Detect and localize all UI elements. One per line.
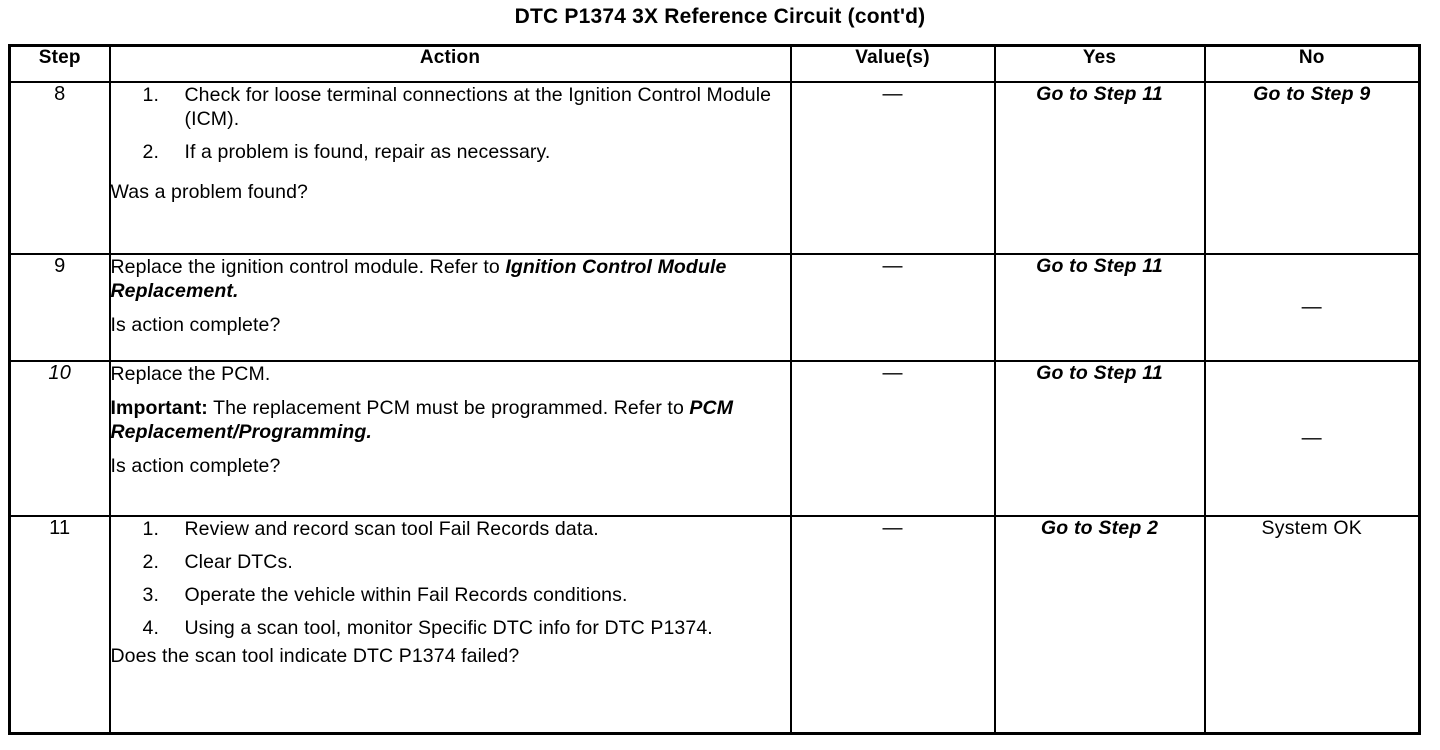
action-important-paragraph: Important: The replacement PCM must be p… — [111, 396, 790, 444]
yes-branch: Go to Step 11 — [993, 253, 1206, 362]
value-cell: — — [789, 81, 996, 255]
list-item: 2. If a problem is found, repair as neces… — [111, 140, 790, 164]
no-branch: — — [1203, 253, 1421, 362]
page-title: DTC P1374 3X Reference Circuit (cont'd) — [514, 5, 926, 28]
list-item: 4. Using a scan tool, monitor Specific DT… — [111, 616, 790, 640]
list-item-number: 3. — [142, 584, 159, 606]
action-question: Was a problem found? — [110, 181, 308, 203]
action-cell: 1. Check for loose terminal connections a… — [108, 81, 792, 255]
table-row: 9 Replace the ignition control module. R… — [8, 253, 1421, 362]
no-branch: Go to Step 9 — [1203, 81, 1421, 255]
table-row: 10 Replace the PCM. Important: The repla… — [8, 360, 1421, 517]
value-cell: — — [789, 515, 996, 734]
table-row: 11 1. Review and record scan tool Fail Re… — [8, 515, 1421, 734]
column-header-no: No — [1203, 44, 1421, 83]
list-item-number: 1. — [142, 518, 159, 540]
column-header-step: Step — [8, 44, 111, 83]
list-item-text: Using a scan tool, monitor Specific DTC … — [184, 617, 713, 639]
table-header-row: Step Action Value(s) Yes No — [8, 44, 1421, 83]
action-reference: PCM Replacement/Programming. — [110, 397, 734, 443]
no-branch: System OK — [1203, 515, 1421, 734]
action-cell: Replace the ignition control module. Ref… — [108, 253, 792, 362]
list-item-number: 4. — [142, 617, 159, 639]
yes-branch: Go to Step 11 — [993, 81, 1206, 255]
no-branch: — — [1203, 360, 1421, 517]
step-number: 10 — [8, 360, 111, 517]
action-text: Replace the ignition control module. Ref… — [110, 256, 506, 278]
list-item-text: Check for loose terminal connections at … — [184, 84, 772, 130]
spacer — [111, 164, 790, 180]
list-item: 2. Clear DTCs. — [111, 550, 790, 574]
diagnostic-table-container: Step Action Value(s) Yes No 8 1. Check fo… — [8, 44, 1421, 735]
yes-branch: Go to Step 2 — [993, 515, 1206, 734]
action-step-list: 1. Check for loose terminal connections a… — [111, 83, 790, 164]
action-question: Does the scan tool indicate DTC P1374 fa… — [110, 645, 520, 667]
action-line: Replace the PCM. — [110, 363, 271, 385]
value-cell: — — [789, 360, 996, 517]
action-question: Is action complete? — [110, 314, 281, 336]
action-cell: Replace the PCM. Important: The replacem… — [108, 360, 792, 517]
table-row: 8 1. Check for loose terminal connections… — [8, 81, 1421, 255]
list-item-number: 1. — [142, 84, 159, 106]
step-number: 9 — [8, 253, 111, 362]
list-item-text: Clear DTCs. — [184, 551, 293, 573]
list-item: 1. Review and record scan tool Fail Recor… — [111, 517, 790, 541]
action-question: Is action complete? — [110, 455, 281, 477]
list-item-number: 2. — [142, 141, 159, 163]
list-item: 3. Operate the vehicle within Fail Record… — [111, 583, 790, 607]
list-item-text: Review and record scan tool Fail Records… — [184, 518, 599, 540]
value-cell: — — [789, 253, 996, 362]
action-cell: 1. Review and record scan tool Fail Recor… — [108, 515, 792, 734]
important-label: Important: — [110, 397, 208, 419]
step-number: 11 — [8, 515, 111, 734]
table-header: Step Action Value(s) Yes No — [8, 44, 1421, 83]
action-paragraph: Replace the ignition control module. Ref… — [111, 255, 790, 303]
diagnostic-table: Step Action Value(s) Yes No 8 1. Check fo… — [8, 44, 1421, 735]
list-item-text: If a problem is found, repair as necessa… — [184, 141, 551, 163]
list-item: 1. Check for loose terminal connections a… — [111, 83, 790, 131]
important-text: The replacement PCM must be programmed. … — [207, 397, 690, 419]
action-reference: Ignition Control Module Replacement. — [110, 256, 727, 302]
column-header-action: Action — [108, 44, 792, 83]
list-item-text: Operate the vehicle within Fail Records … — [184, 584, 628, 606]
list-item-number: 2. — [142, 551, 159, 573]
column-header-yes: Yes — [993, 44, 1206, 83]
step-number: 8 — [8, 81, 111, 255]
action-step-list: 1. Review and record scan tool Fail Recor… — [111, 517, 790, 640]
table-body: 8 1. Check for loose terminal connections… — [8, 81, 1421, 734]
column-header-value: Value(s) — [789, 44, 996, 83]
yes-branch: Go to Step 11 — [993, 360, 1206, 517]
